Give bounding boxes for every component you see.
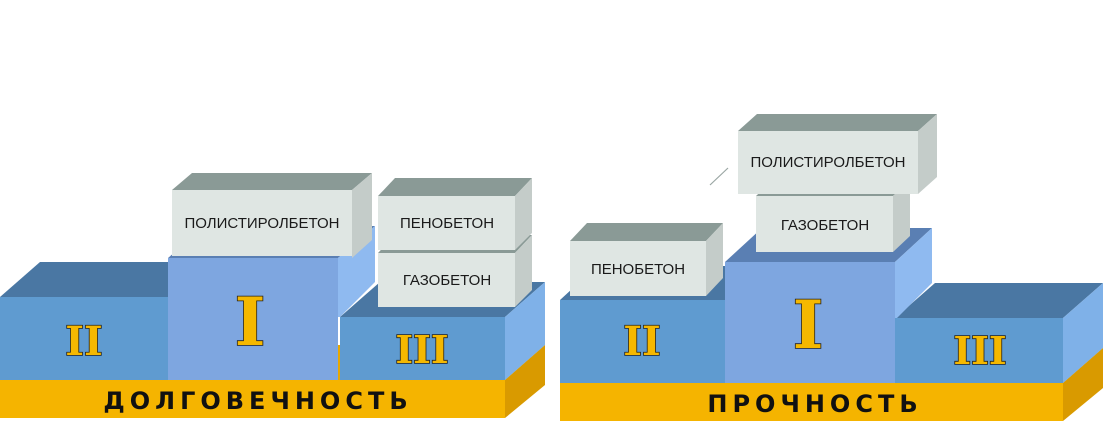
durability-place-3-side xyxy=(505,282,545,380)
strength-place-2-front xyxy=(560,300,725,383)
block-side xyxy=(918,114,937,194)
durability-material-block: ПЕНОБЕТОН xyxy=(378,178,532,250)
durability-place-1-side xyxy=(338,226,375,317)
durability-place-2-rank: II xyxy=(65,318,102,365)
strength-material-block: ПОЛИСТИРОЛБЕТОН xyxy=(738,114,937,194)
strength-place-2-rank: II xyxy=(623,318,660,365)
block-side xyxy=(893,180,910,252)
strength-base-front xyxy=(560,383,1063,421)
block-label: ГАЗОБЕТОН xyxy=(781,217,869,234)
durability-podium: ДОЛГОВЕЧНОСТЬ II III I ПОЛИСТИРОЛБЕТОН Г… xyxy=(0,173,545,418)
block-front xyxy=(378,253,515,307)
block-side xyxy=(515,235,532,307)
block-front xyxy=(172,190,352,256)
block-side xyxy=(515,178,532,250)
strength-place-3-front xyxy=(895,318,1063,383)
block-front xyxy=(756,196,893,252)
block-label: ПЕНОБЕТОН xyxy=(591,261,685,278)
durability-place-1-rank: I xyxy=(235,283,266,361)
durability-place-1-front xyxy=(168,258,338,380)
block-front xyxy=(570,241,706,296)
block-side xyxy=(706,223,723,296)
strength-place-3-side xyxy=(1063,283,1103,383)
block-front xyxy=(738,131,918,194)
block-label: ПОЛИСТИРОЛБЕТОН xyxy=(184,215,339,232)
block-top xyxy=(378,178,532,196)
block-top xyxy=(570,223,723,241)
strength-material-block: ПЕНОБЕТОН xyxy=(570,223,723,296)
durability-material-block: ПОЛИСТИРОЛБЕТОН xyxy=(172,173,372,258)
block-top xyxy=(172,173,372,190)
durability-place-3-front xyxy=(340,317,505,380)
strength-title: ПРОЧНОСТЬ xyxy=(707,390,922,418)
durability-place-2-front xyxy=(0,297,168,380)
block-label: ГАЗОБЕТОН xyxy=(403,272,491,289)
strength-place-1-front xyxy=(725,262,895,383)
strength-place-3-top xyxy=(895,283,1103,318)
block-label: ПОЛИСТИРОЛБЕТОН xyxy=(750,154,905,171)
durability-place-3-rank: III xyxy=(395,327,448,372)
stray-line xyxy=(709,167,729,186)
strength-base-side xyxy=(1063,348,1103,421)
durability-base-front xyxy=(0,380,505,418)
block-side xyxy=(352,173,372,258)
strength-podium: ПРОЧНОСТЬ II III I ПЕНОБЕТОН ГАЗОБЕТОН xyxy=(560,114,1103,421)
block-top xyxy=(738,114,937,131)
durability-base-side xyxy=(505,345,545,418)
block-front xyxy=(378,196,515,250)
strength-place-1-side xyxy=(895,228,932,318)
block-label: ПЕНОБЕТОН xyxy=(400,215,494,232)
strength-place-3-rank: III xyxy=(953,328,1006,373)
durability-title: ДОЛГОВЕЧНОСТЬ xyxy=(103,387,412,415)
durability-place-2-top xyxy=(0,262,205,297)
strength-place-1-rank: I xyxy=(793,286,824,364)
